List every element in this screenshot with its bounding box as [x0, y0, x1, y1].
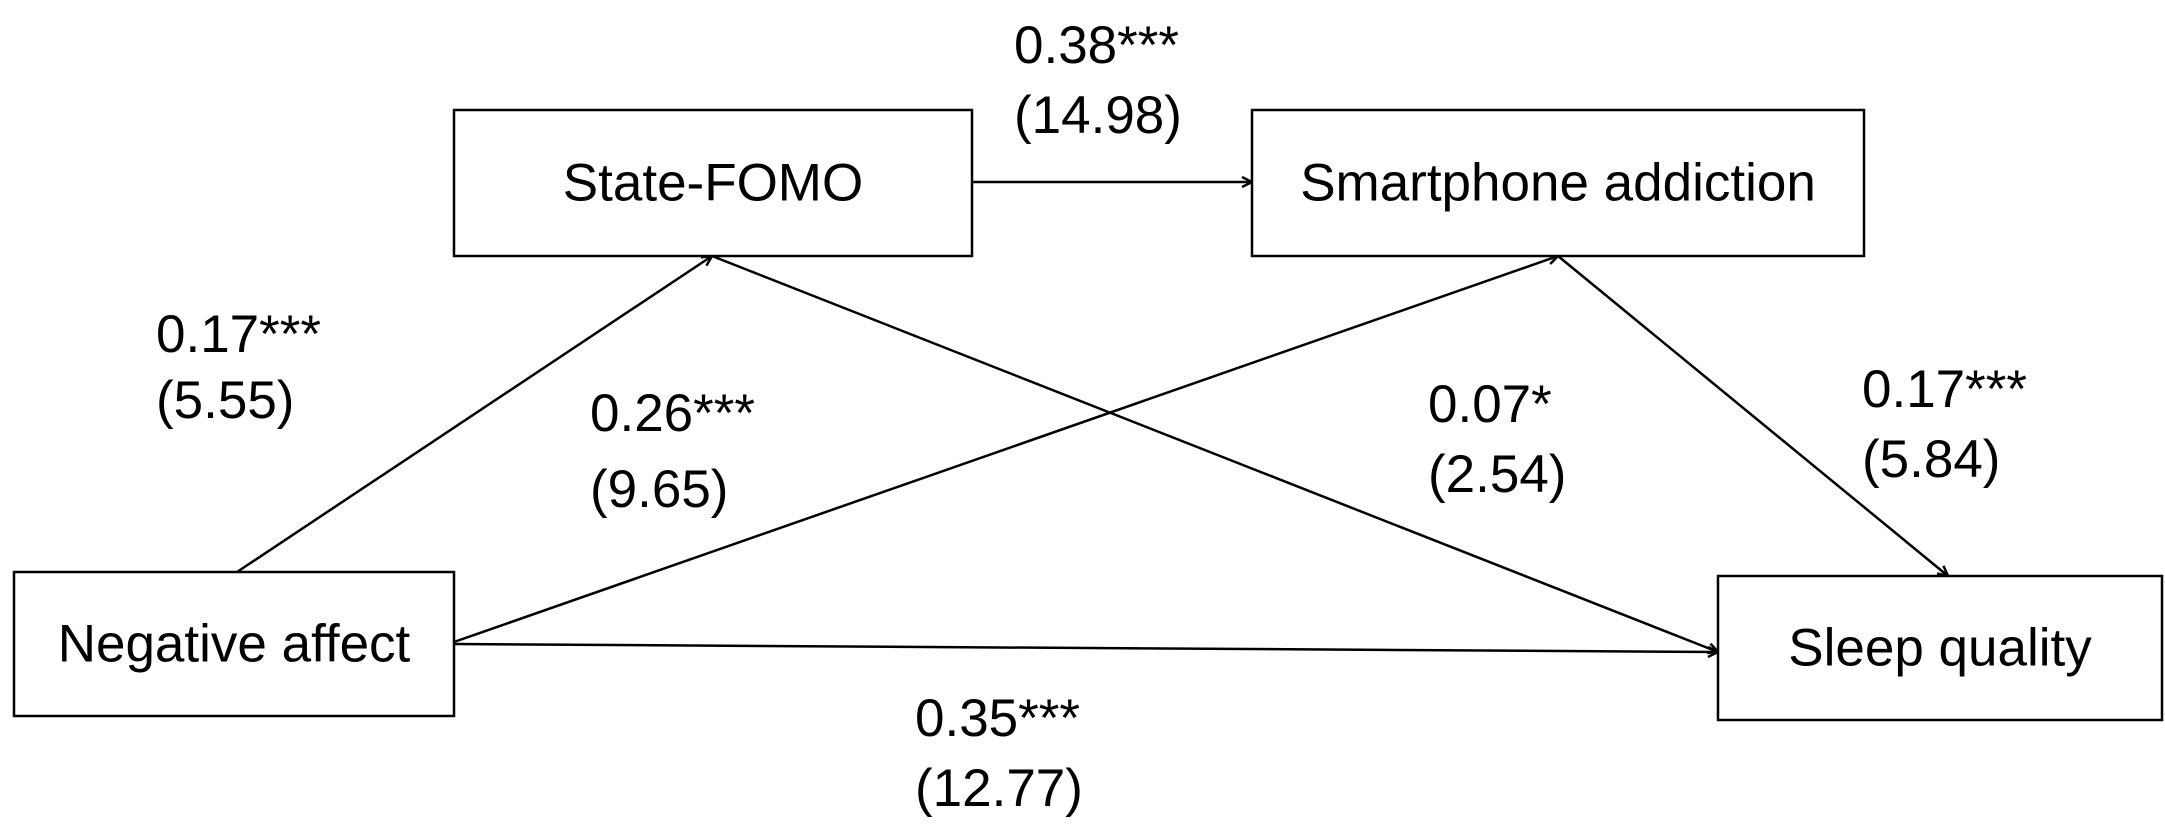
coef-fomo-to-addiction: 0.38***: [1014, 16, 1179, 75]
coef-affect-to-addiction: 0.26***: [590, 384, 755, 443]
t-affect-to-fomo: (5.55): [156, 371, 294, 430]
node-smartphone-addiction-label: Smartphone addiction: [1300, 154, 1816, 213]
coef-fomo-to-sleep: 0.07*: [1428, 375, 1552, 434]
node-smartphone-addiction: Smartphone addiction: [1250, 108, 1866, 258]
node-negative-affect-label: Negative affect: [58, 615, 411, 674]
node-sleep-quality-label: Sleep quality: [1788, 619, 2092, 678]
label-affect-to-sleep: 0.35*** (12.77): [915, 689, 1083, 818]
t-fomo-to-addiction: (14.98): [1014, 86, 1182, 145]
t-affect-to-addiction: (9.65): [590, 460, 728, 519]
node-negative-affect: Negative affect: [12, 570, 456, 718]
t-affect-to-sleep: (12.77): [915, 759, 1083, 818]
edge-affect-to-fomo: [236, 256, 712, 574]
label-affect-to-addiction: 0.26*** (9.65): [590, 384, 755, 519]
coef-affect-to-sleep: 0.35***: [915, 689, 1080, 748]
node-sleep-quality: Sleep quality: [1716, 574, 2164, 722]
label-affect-to-fomo: 0.17*** (5.55): [156, 305, 321, 430]
edge-affect-to-sleep: [453, 642, 1718, 652]
edge-fomo-to-sleep: [711, 254, 1718, 652]
edge-addiction-to-sleep: [1557, 255, 1948, 576]
label-fomo-to-addiction: 0.38*** (14.98): [1014, 16, 1182, 145]
coef-affect-to-fomo: 0.17***: [156, 305, 321, 364]
edge-affect-to-addiction: [453, 256, 1558, 644]
label-addiction-to-sleep: 0.17*** (5.84): [1862, 360, 2027, 489]
node-state-fomo: State-FOMO: [452, 108, 974, 258]
node-state-fomo-label: State-FOMO: [563, 154, 863, 213]
label-fomo-to-sleep: 0.07* (2.54): [1428, 375, 1566, 504]
t-addiction-to-sleep: (5.84): [1862, 430, 2000, 489]
coef-addiction-to-sleep: 0.17***: [1862, 360, 2027, 419]
t-fomo-to-sleep: (2.54): [1428, 445, 1566, 504]
